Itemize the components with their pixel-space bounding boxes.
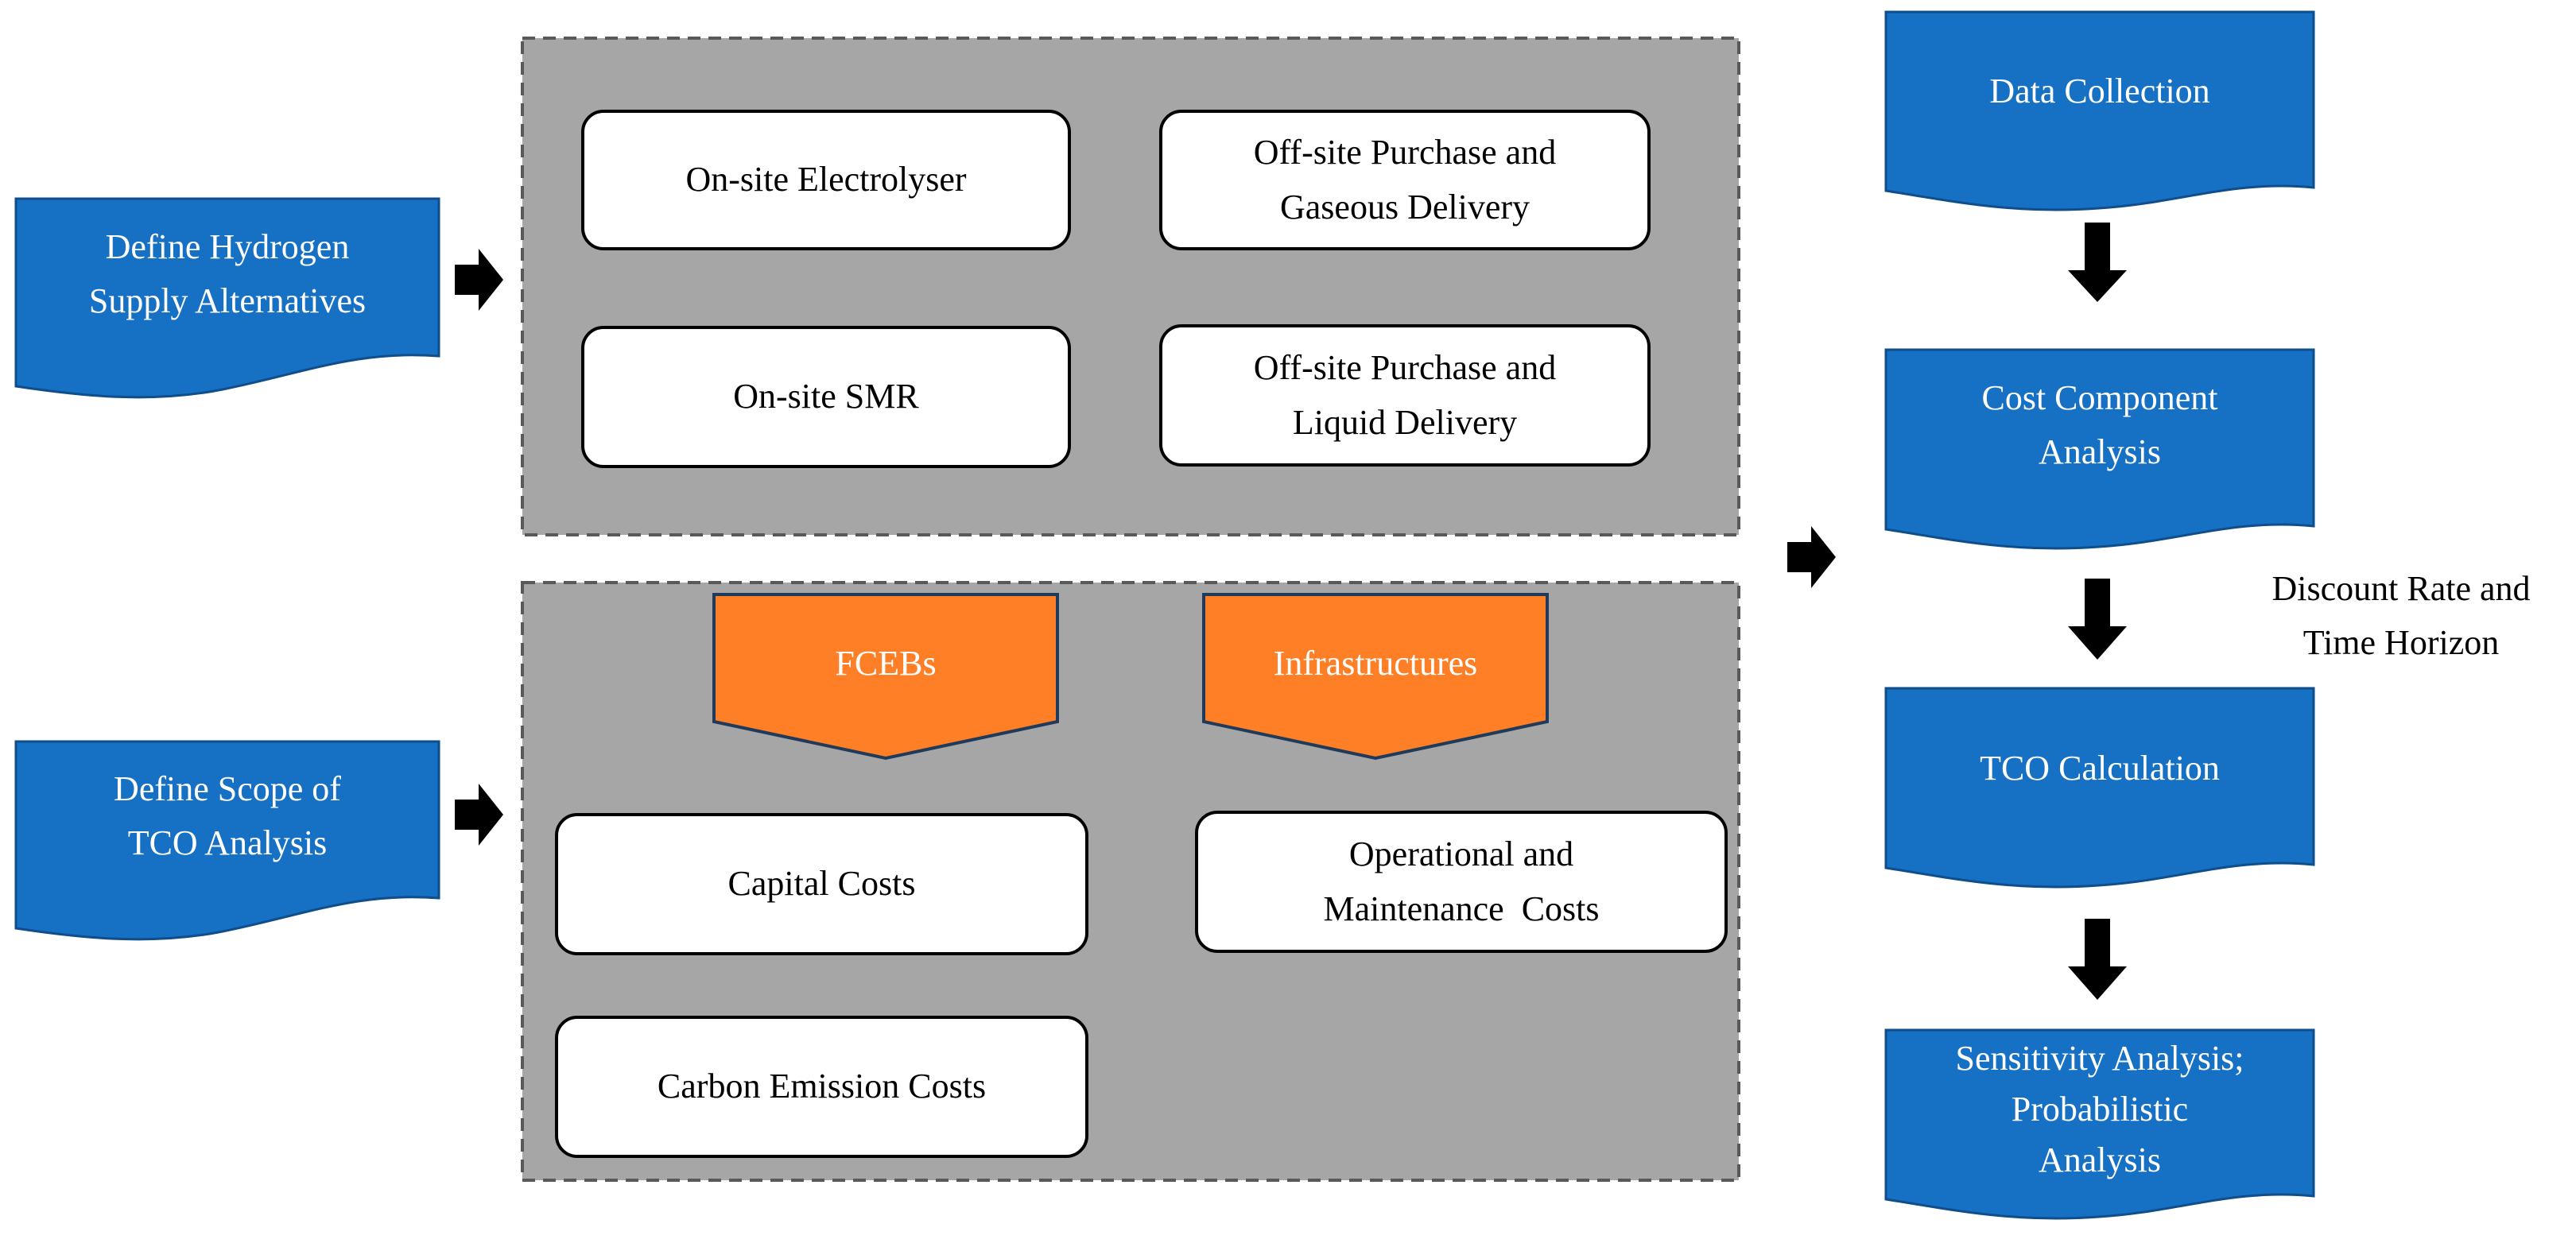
infrastructures-label: Infrastructures	[1273, 643, 1478, 683]
carbon-costs-label: Carbon Emission Costs	[657, 1067, 987, 1106]
infrastructures-tag	[1202, 593, 1549, 761]
om-costs-label: Operational and Maintenance Costs	[1197, 812, 1726, 951]
gaseous-delivery-label: Off-site Purchase and Gaseous Delivery	[1161, 111, 1649, 249]
tco-calculation-document	[1884, 687, 2315, 889]
arrow-panels-to-workflow	[1787, 526, 1836, 588]
liquid-delivery-box	[1159, 324, 1651, 467]
arrow-down-1	[2068, 223, 2127, 302]
gaseous-line2: Gaseous Delivery	[1279, 187, 1530, 227]
gaseous-delivery-box	[1159, 110, 1651, 250]
arrow-down-3	[2068, 919, 2127, 1000]
smr-box	[581, 326, 1071, 468]
define-supply-line1: Define Hydrogen	[105, 227, 350, 266]
electrolyser-label: On-site Electrolyser	[685, 160, 967, 199]
carbon-costs-box	[555, 1016, 1088, 1158]
discount-rate-note: Discount Rate and Time Horizon	[2226, 556, 2576, 676]
cost-component-document	[1884, 348, 2315, 550]
define-scope-line1: Define Scope of	[114, 769, 341, 808]
data-collection-document	[1884, 10, 2315, 211]
tco-calculation-label: TCO Calculation	[1980, 748, 2220, 788]
om-line1: Operational and	[1348, 834, 1574, 874]
define-scope-document	[14, 740, 440, 941]
define-supply-document	[14, 197, 440, 399]
discount-note-line2: Time Horizon	[2302, 623, 2500, 662]
fcebs-label: FCEBs	[835, 643, 937, 683]
sensitivity-line1: Sensitivity Analysis;	[1955, 1039, 2244, 1078]
define-supply-line2: Supply Alternatives	[88, 281, 367, 320]
cost-component-line1: Cost Component	[1981, 378, 2218, 417]
arrow-supply-to-options	[455, 249, 503, 311]
liquid-delivery-label: Off-site Purchase and Liquid Delivery	[1161, 326, 1649, 465]
capital-costs-label: Capital Costs	[727, 864, 916, 904]
om-line2: Maintenance Costs	[1323, 889, 1600, 928]
om-costs-box	[1195, 811, 1728, 953]
define-scope-label: Define Scope of TCO Analysis	[16, 757, 439, 876]
capital-costs-box	[555, 813, 1088, 955]
sensitivity-label: Sensitivity Analysis; Probabilistic Anal…	[1886, 1030, 2314, 1189]
discount-note-line1: Discount Rate and	[2271, 568, 2531, 608]
fcebs-tag	[712, 593, 1059, 761]
liquid-line1: Off-site Purchase and	[1253, 348, 1557, 388]
data-collection-label: Data Collection	[1989, 71, 2210, 110]
define-scope-line2: TCO Analysis	[127, 823, 328, 862]
sensitivity-line2: Probabilistic	[2011, 1090, 2189, 1129]
smr-label: On-site SMR	[733, 377, 919, 416]
electrolyser-box	[581, 110, 1071, 250]
liquid-line2: Liquid Delivery	[1292, 402, 1518, 442]
define-supply-label: Define Hydrogen Supply Alternatives	[16, 215, 439, 334]
arrow-scope-to-panel	[455, 784, 503, 846]
cost-component-label: Cost Component Analysis	[1886, 366, 2314, 485]
cost-component-line2: Analysis	[2039, 432, 2161, 471]
arrow-down-2	[2068, 579, 2127, 660]
sensitivity-document	[1884, 1028, 2315, 1220]
gaseous-line1: Off-site Purchase and	[1253, 133, 1557, 172]
sensitivity-line3: Analysis	[2039, 1140, 2161, 1179]
